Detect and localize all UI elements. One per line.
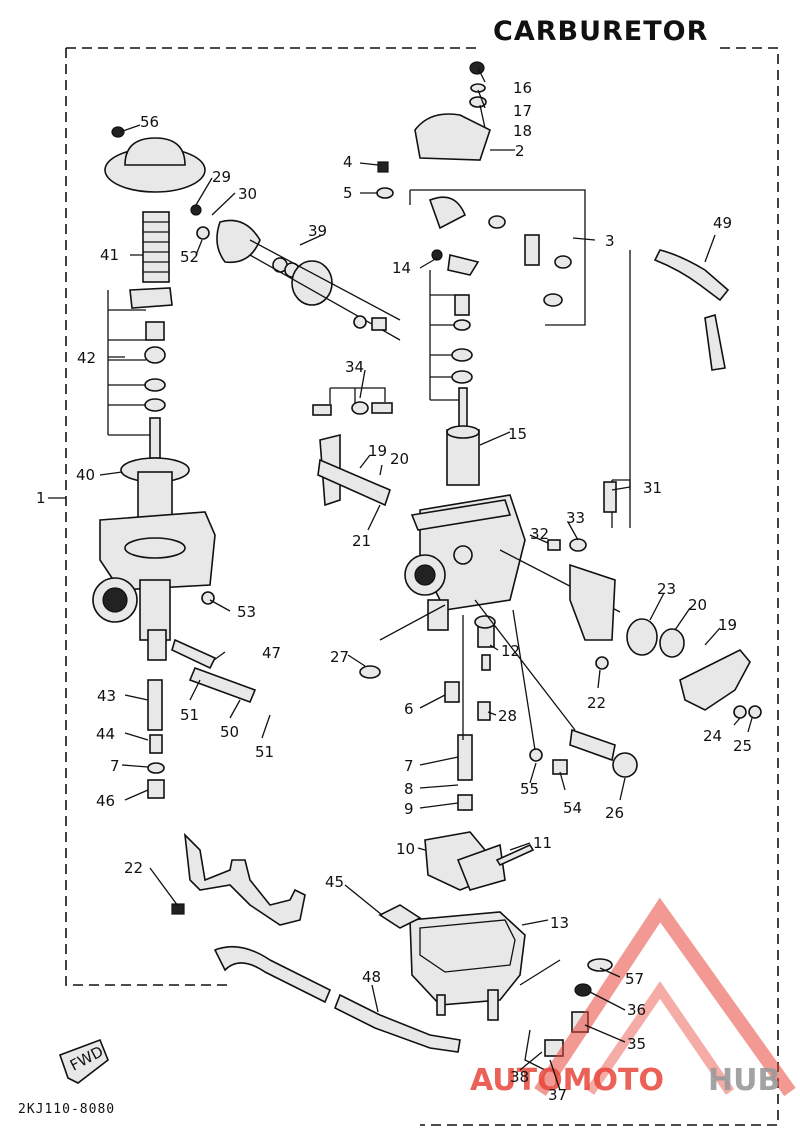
callout-6: 6 bbox=[404, 700, 414, 718]
callout-25: 25 bbox=[733, 737, 752, 755]
callout-27: 27 bbox=[330, 648, 349, 666]
callout-51-right: 51 bbox=[255, 743, 274, 761]
callout-46: 46 bbox=[96, 792, 115, 810]
callout-11: 11 bbox=[533, 834, 552, 852]
callout-20-upper: 20 bbox=[390, 450, 409, 468]
float-bowl-assembly bbox=[378, 831, 613, 1071]
callout-16: 16 bbox=[513, 79, 532, 97]
callout-48: 48 bbox=[362, 968, 381, 986]
diagram-title: CARBURETOR bbox=[493, 16, 709, 47]
watermark-logo: AUTOMOTO HUB bbox=[470, 897, 796, 1098]
callout-28: 28 bbox=[498, 707, 517, 725]
callout-33: 33 bbox=[566, 509, 585, 527]
callout-54: 54 bbox=[563, 799, 582, 817]
callout-2: 2 bbox=[515, 142, 525, 160]
callout-50: 50 bbox=[220, 723, 239, 741]
callout-23: 23 bbox=[657, 580, 676, 598]
callout-55: 55 bbox=[520, 780, 539, 798]
callout-38: 38 bbox=[510, 1068, 529, 1086]
callout-51-left: 51 bbox=[180, 706, 199, 724]
callout-39: 39 bbox=[308, 222, 327, 240]
callout-15: 15 bbox=[508, 425, 527, 443]
callout-44: 44 bbox=[96, 725, 115, 743]
callout-19-lower: 19 bbox=[718, 616, 737, 634]
callout-5: 5 bbox=[343, 184, 353, 202]
callout-7-left: 7 bbox=[110, 757, 120, 775]
watermark-text-automoto: AUTOMOTO bbox=[470, 1063, 664, 1098]
callout-7-right: 7 bbox=[404, 757, 414, 775]
diagram-code: 2KJ110-8080 bbox=[18, 1102, 116, 1117]
callout-43: 43 bbox=[97, 687, 116, 705]
watermark-text-hub: HUB bbox=[708, 1063, 780, 1098]
callout-19-upper: 19 bbox=[368, 442, 387, 460]
callout-21: 21 bbox=[352, 532, 371, 550]
callout-32: 32 bbox=[530, 525, 549, 543]
callout-10: 10 bbox=[396, 840, 415, 858]
callout-35: 35 bbox=[627, 1035, 646, 1053]
bracket-and-hoses bbox=[58, 832, 461, 1084]
callout-53: 53 bbox=[237, 603, 256, 621]
callout-34: 34 bbox=[345, 358, 364, 376]
callout-18: 18 bbox=[513, 122, 532, 140]
left-carb-assembly bbox=[92, 126, 401, 799]
callout-4: 4 bbox=[343, 153, 353, 171]
callout-9: 9 bbox=[404, 800, 414, 818]
callout-20-lower: 20 bbox=[688, 596, 707, 614]
callout-49: 49 bbox=[713, 214, 732, 232]
callout-36: 36 bbox=[627, 1001, 646, 1019]
callout-14: 14 bbox=[392, 259, 411, 277]
callout-57: 57 bbox=[625, 970, 644, 988]
right-carb-assembly bbox=[312, 61, 762, 811]
leader-lines bbox=[48, 67, 753, 1091]
callout-22-left: 22 bbox=[124, 859, 143, 877]
callout-26: 26 bbox=[605, 804, 624, 822]
callout-22-right: 22 bbox=[587, 694, 606, 712]
callout-52: 52 bbox=[180, 248, 199, 266]
callout-30: 30 bbox=[238, 185, 257, 203]
callout-8: 8 bbox=[404, 780, 414, 798]
callout-12: 12 bbox=[501, 642, 520, 660]
callout-3: 3 bbox=[605, 232, 615, 250]
assembly-frame bbox=[65, 47, 779, 1126]
callout-29: 29 bbox=[212, 168, 231, 186]
callout-56: 56 bbox=[140, 113, 159, 131]
callout-40: 40 bbox=[76, 466, 95, 484]
callout-31: 31 bbox=[643, 479, 662, 497]
callout-17: 17 bbox=[513, 102, 532, 120]
callout-47: 47 bbox=[262, 644, 281, 662]
callout-24: 24 bbox=[703, 727, 722, 745]
callout-45: 45 bbox=[325, 873, 344, 891]
callout-42: 42 bbox=[77, 349, 96, 367]
callout-41: 41 bbox=[100, 246, 119, 264]
callout-1: 1 bbox=[36, 489, 46, 507]
callout-13: 13 bbox=[550, 914, 569, 932]
callout-37: 37 bbox=[548, 1086, 567, 1104]
callout-labels: 56 16 17 18 2 4 5 29 30 3 49 52 41 39 14… bbox=[36, 79, 752, 1104]
